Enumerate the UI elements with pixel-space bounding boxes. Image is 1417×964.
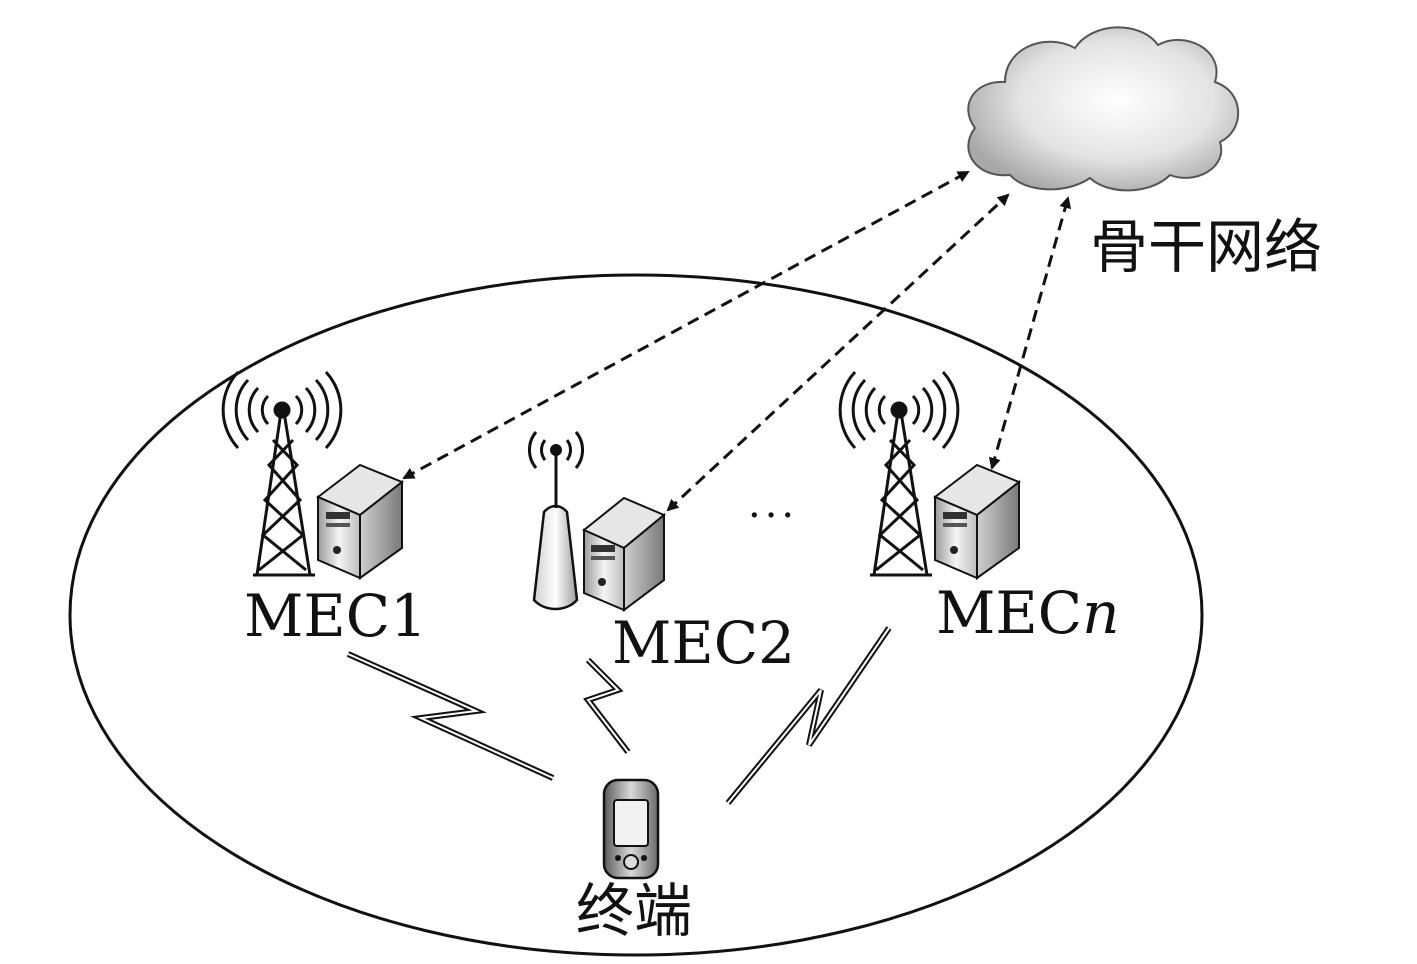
server-icon	[316, 463, 404, 580]
mecn-label-suffix: n	[1082, 579, 1120, 647]
mec1-station	[221, 370, 404, 580]
mec2-label: MEC2	[612, 614, 795, 672]
antenna-icon	[528, 431, 584, 611]
cloud-icon	[967, 26, 1240, 192]
ellipsis: ···	[748, 493, 799, 539]
link-mec1-backbone	[402, 170, 970, 480]
backbone-network-label: 骨干网络	[1090, 213, 1323, 281]
wireless-link-mec1	[346, 651, 555, 781]
cell-tower-icon	[221, 370, 343, 577]
wireless-link-mec2-inner	[586, 659, 629, 753]
mecn-station	[838, 370, 1021, 580]
server-icon	[933, 463, 1021, 580]
mec1-label: MEC1	[244, 587, 427, 645]
cell-tower-icon	[838, 370, 960, 577]
mec2-station	[528, 431, 666, 612]
server-icon	[582, 496, 666, 612]
mec2-label-text: MEC2	[612, 609, 796, 677]
mecn-label: MECn	[936, 584, 1119, 642]
wireless-link-mec1-inner	[347, 653, 554, 779]
mec1-label-text: MEC1	[244, 582, 428, 650]
phone-icon	[602, 778, 660, 880]
wireless-link-mecn-inner	[727, 627, 890, 804]
link-mec2-backbone	[666, 193, 1010, 512]
terminal-label: 终端	[576, 877, 693, 945]
link-mecn-backbone	[988, 196, 1072, 470]
mecn-label-text: MEC	[936, 579, 1083, 647]
